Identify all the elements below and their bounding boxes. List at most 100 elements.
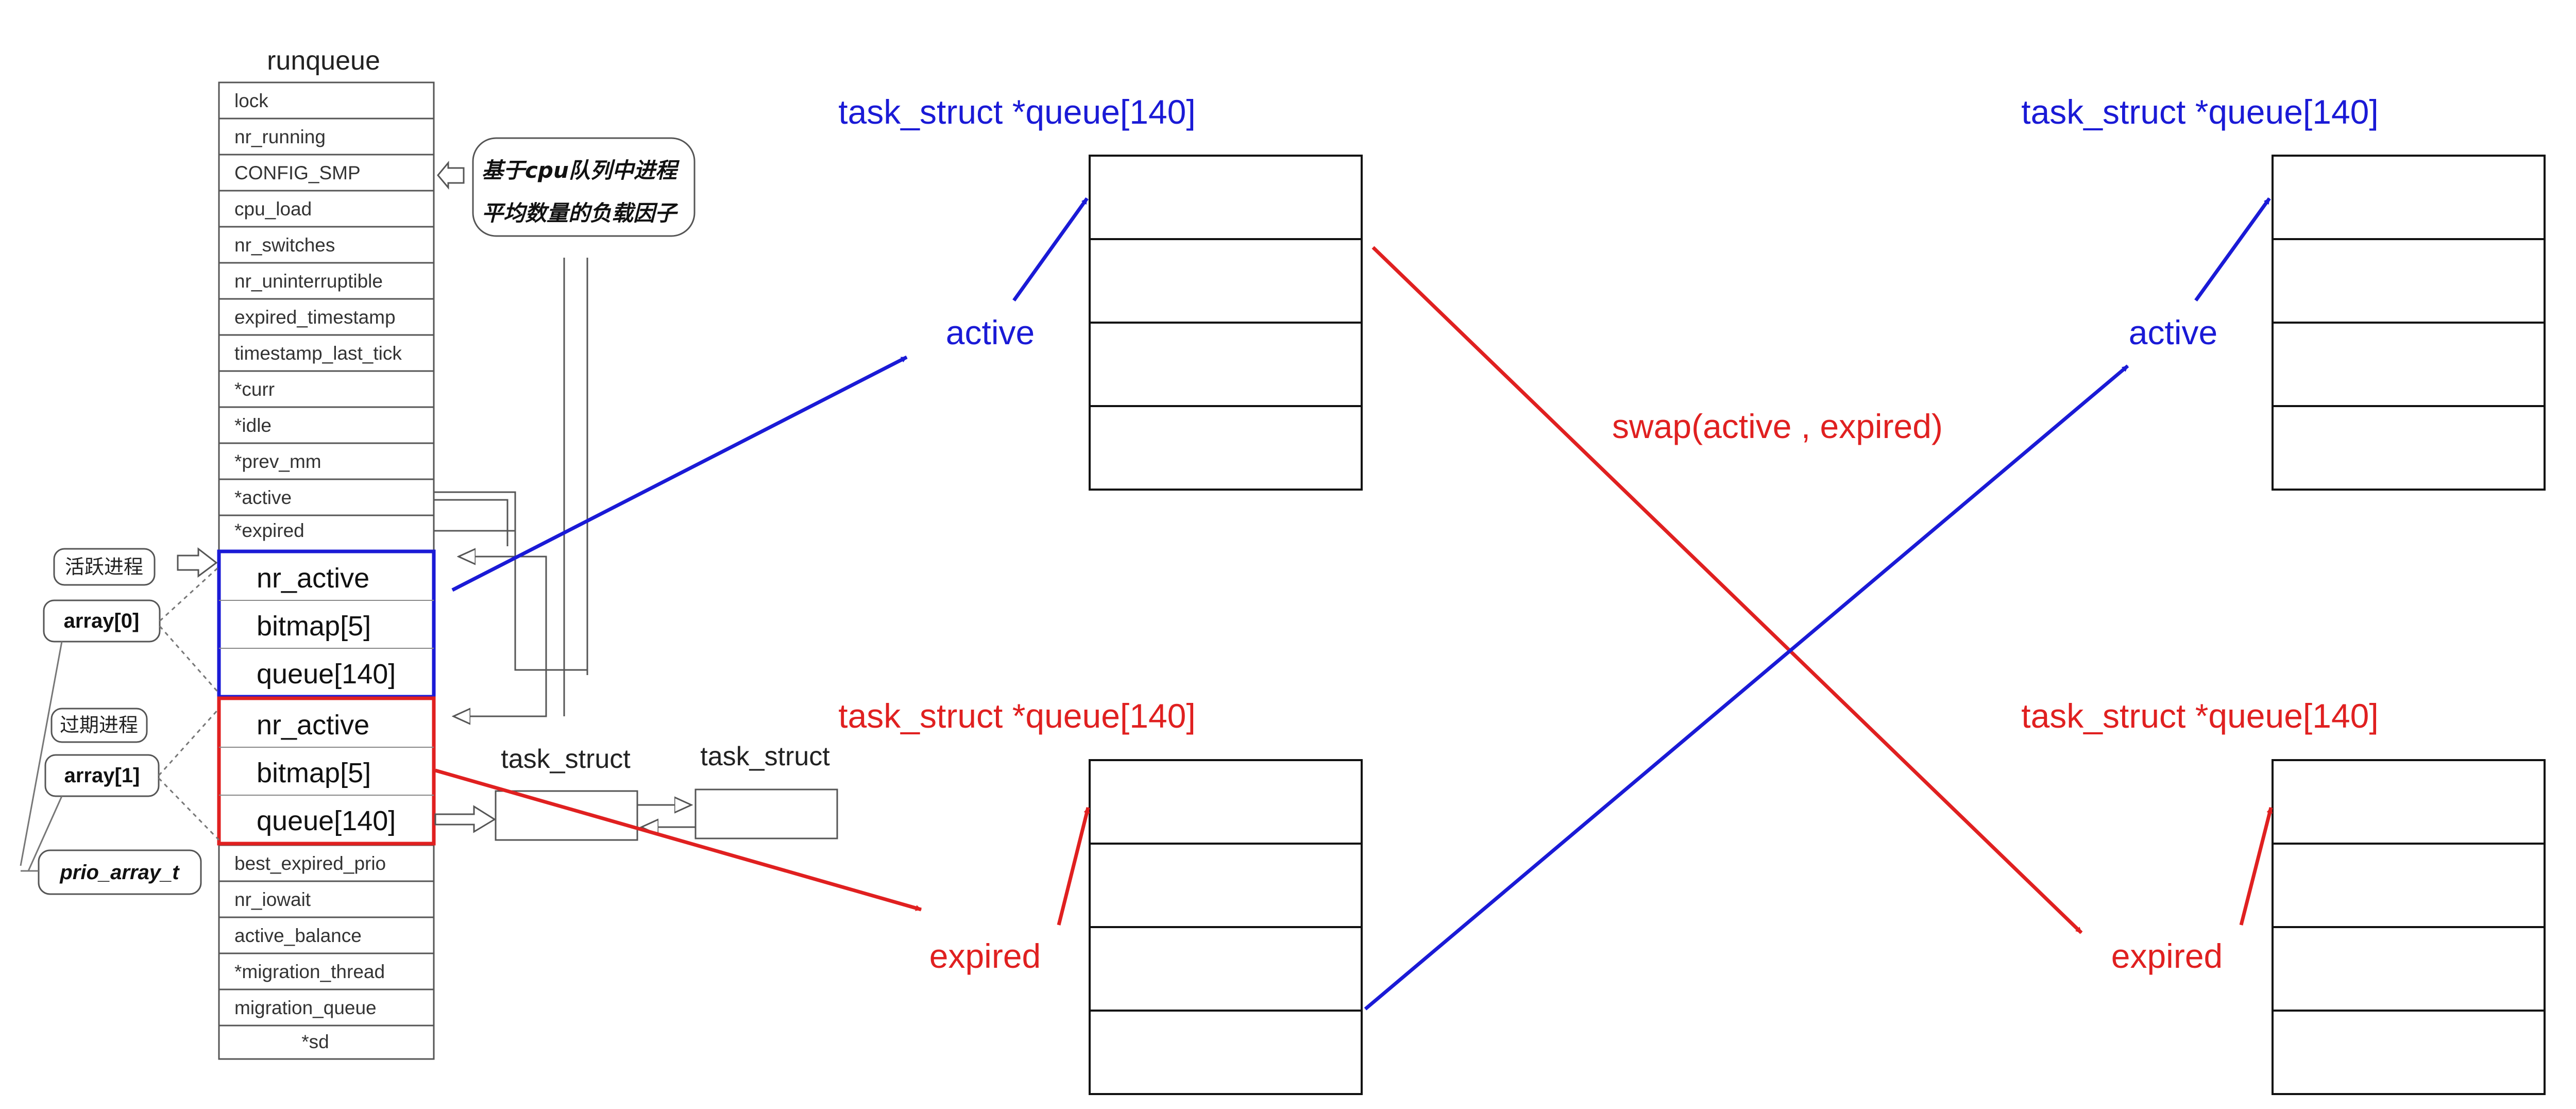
array0-to-active-arrow: [451, 355, 908, 592]
queue-slot: [1089, 405, 1363, 491]
annotation-braces: [20, 641, 63, 872]
active-label-left: active: [946, 313, 1035, 351]
runqueue-field-config-smp: [218, 154, 435, 192]
queue-top-right: task_struct *queue[140]: [2021, 93, 2546, 491]
prio-array-expired-bitmap: bitmap[5]: [257, 758, 371, 788]
runqueue-field-nr-switches-label: nr_switches: [234, 234, 335, 256]
runqueue-field-curr: [218, 370, 435, 408]
runqueue-field-expired-label: *expired: [234, 520, 304, 541]
runqueue-field-nr-uninterruptible-label: nr_uninterruptible: [234, 271, 383, 292]
prio-array-expired-nr-active: nr_active: [257, 710, 369, 741]
queue-slot: [2272, 759, 2546, 845]
runqueue-field-expired-timestamp: [218, 298, 435, 336]
runqueue-field-cpu-load-label: cpu_load: [234, 198, 312, 220]
runqueue-field-nr-iowait-label: nr_iowait: [234, 889, 311, 910]
prio-array-active: nr_active bitmap[5] queue[140]: [217, 549, 436, 699]
runqueue-field-expired-timestamp-label: expired_timestamp: [234, 307, 396, 328]
runqueue-title: runqueue: [267, 46, 380, 76]
prio-array-expired: nr_active bitmap[5] queue[140]: [217, 696, 436, 846]
queue-slot: [1089, 759, 1363, 845]
runqueue-field-lock-label: lock: [234, 90, 268, 111]
queue-slot: [1089, 843, 1363, 928]
array0-label: array[0]: [64, 610, 140, 632]
runqueue-field-migration-thread-label: *migration_thread: [234, 961, 385, 982]
cpu-load-hollow-arrow: [437, 160, 465, 190]
swap-label: swap(active , expired): [1612, 407, 1943, 445]
queue-slot: [2272, 926, 2546, 1012]
cpu-load-note-bubble: [472, 137, 696, 237]
runqueue-field-nr-running: [218, 117, 435, 156]
runqueue-field-sd-label: *sd: [301, 1031, 329, 1052]
runqueue-field-prev-mm: [218, 442, 435, 480]
runqueue-field-best-expired-prio: [218, 844, 435, 882]
prio-array-t-label: prio_array_t: [59, 861, 180, 884]
prio-array-active-nr-active: nr_active: [257, 563, 369, 594]
task-struct-label-2: task_struct: [700, 742, 830, 771]
queue-slot: [1089, 322, 1363, 407]
swap-arrow-to-active: [1364, 364, 2129, 1011]
runqueue-field-timestamp-last-tick-label: timestamp_last_tick: [234, 343, 402, 364]
expired-pointer-wire: [434, 530, 587, 671]
annotation-connectors: [158, 566, 220, 841]
runqueue-field-nr-iowait: [218, 880, 435, 918]
prio-array-active-bitmap: bitmap[5]: [257, 611, 371, 642]
queue-bottom-left: task_struct *queue[140]: [838, 697, 1363, 1095]
queue-slot: [1089, 1010, 1363, 1095]
expired-process-bubble: [50, 708, 148, 743]
task-struct-node-1: [495, 790, 638, 841]
queue-slot: [2272, 155, 2546, 240]
runqueue-field-idle-label: *idle: [234, 415, 272, 436]
task-struct-list: task_struct task_struct: [434, 742, 838, 841]
prio-array-annotations: 活跃进程 array[0] 过期进程 array[1] prio_array_t: [20, 547, 220, 895]
task-struct-label-1: task_struct: [501, 744, 631, 774]
runqueue-field-sd: [218, 1024, 435, 1060]
runqueue-pointer-wiring: [434, 258, 588, 716]
runqueue-field-active-label: *active: [234, 487, 292, 508]
runqueue-field-config-smp-label: CONFIG_SMP: [234, 162, 361, 183]
prio-array-expired-queue: queue[140]: [257, 805, 396, 836]
queue-top-left-title: task_struct *queue[140]: [838, 93, 1195, 131]
runqueue-field-migration-queue-label: migration_queue: [234, 997, 377, 1018]
queue-bottom-right-title: task_struct *queue[140]: [2021, 697, 2378, 735]
queue-slot: [2272, 322, 2546, 407]
prio-array-expired-border: [217, 696, 436, 846]
queue-slot: [2272, 843, 2546, 928]
active-pointer-wire: [434, 491, 516, 551]
queue-bottom-left-title: task_struct *queue[140]: [838, 697, 1195, 735]
runqueue-field-timestamp-last-tick: [218, 334, 435, 372]
prio-array-t-bubble: [38, 849, 202, 895]
queue-to-task-hollow-arrow: [434, 805, 496, 833]
expired-to-queue-arrow-right: [2239, 806, 2273, 926]
active-to-queue-arrow-right: [2194, 197, 2271, 302]
queue-slot: [1089, 926, 1363, 1012]
queue-slot: [2272, 1010, 2546, 1095]
array0-hollow-arrow: [177, 547, 218, 578]
cpu-load-note-line1: 基于cpu队列中进程: [482, 158, 680, 183]
runqueue-field-best-expired-prio-label: best_expired_prio: [234, 853, 386, 874]
active-process-label: 活跃进程: [65, 556, 143, 578]
queue-slot: [1089, 155, 1363, 240]
prio-array-active-queue: queue[140]: [257, 659, 396, 690]
array1-label: array[1]: [64, 764, 140, 787]
runqueue-field-nr-running-label: nr_running: [234, 126, 326, 147]
runqueue-field-active-balance: [218, 916, 435, 954]
runqueue-field-migration-queue: [218, 988, 435, 1027]
runqueue-field-curr-label: *curr: [234, 379, 275, 400]
pointer-arrows: [435, 197, 2273, 1011]
cpu-load-note: 基于cpu队列中进程 平均数量的负载因子: [437, 137, 696, 237]
runqueue-field-prev-mm-label: *prev_mm: [234, 451, 321, 472]
expired-to-queue-arrow-left: [1057, 806, 1090, 926]
queue-top-right-title: task_struct *queue[140]: [2021, 93, 2378, 131]
queue-bottom-right: task_struct *queue[140]: [2021, 697, 2546, 1095]
runqueue-field-active-balance-label: active_balance: [234, 925, 362, 946]
cpu-load-note-line2: 平均数量的负载因子: [482, 200, 679, 226]
runqueue-table: lock nr_running CONFIG_SMP cpu_load nr_s…: [218, 81, 435, 1060]
queue-slot: [1089, 238, 1363, 324]
runqueue-field-migration-thread: [218, 952, 435, 990]
swap-arrow-to-expired: [1371, 246, 2083, 934]
queue-slot: [2272, 238, 2546, 324]
queue-top-left: task_struct *queue[140]: [838, 93, 1363, 491]
active-process-bubble: [53, 548, 156, 586]
task-struct-node-2: [694, 788, 838, 839]
